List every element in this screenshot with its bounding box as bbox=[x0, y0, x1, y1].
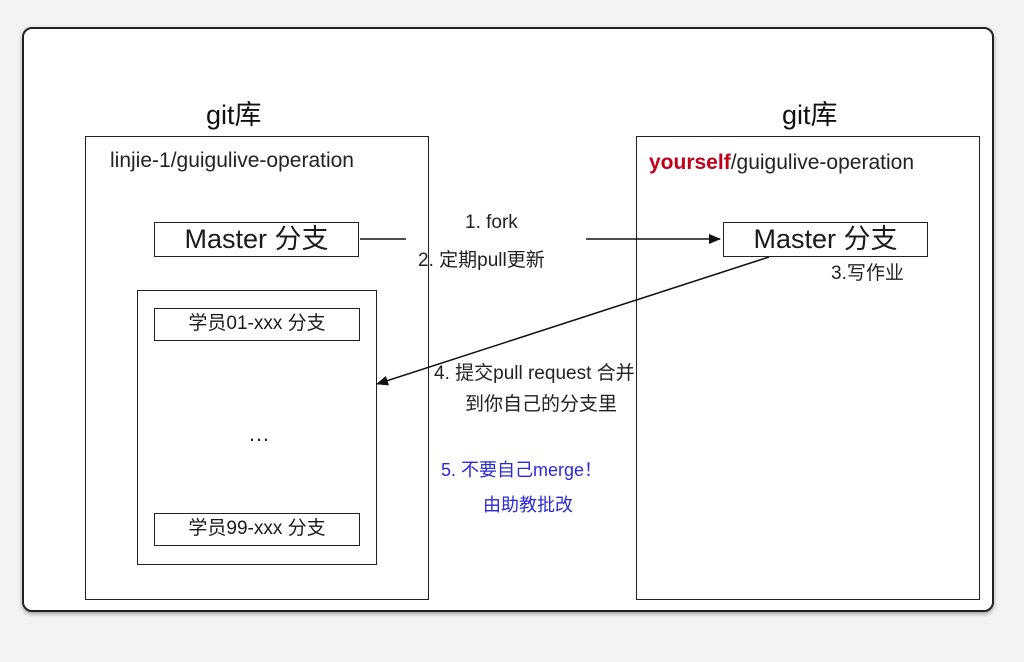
repo-owner: yourself bbox=[649, 151, 731, 174]
left-repo-title: git库 bbox=[206, 100, 262, 130]
left-master-branch: Master 分支 bbox=[154, 222, 359, 257]
arrows-layer bbox=[360, 234, 770, 386]
step-no-merge: 5. 不要自己merge！ bbox=[441, 460, 603, 480]
right-repo-name: yourself/guigulive-operation bbox=[649, 151, 914, 175]
right-repo-title: git库 bbox=[782, 100, 838, 130]
step-pull-request-target: 到你自己的分支里 bbox=[465, 394, 618, 415]
diagram-canvas: git库 linjie-1/guigulive-operation Master… bbox=[22, 27, 994, 612]
student-branch-last: 学员99-xxx 分支 bbox=[154, 513, 360, 546]
step-ta-review: 由助教批改 bbox=[483, 495, 573, 515]
right-master-branch: Master 分支 bbox=[723, 222, 928, 257]
repo-name-rest: /guigulive-operation bbox=[730, 151, 914, 174]
student-branches-box: 学员01-xxx 分支 … 学员99-xxx 分支 bbox=[137, 290, 377, 565]
write-homework-note: 3.写作业 bbox=[831, 263, 904, 284]
student-branch-first: 学员01-xxx 分支 bbox=[154, 308, 360, 341]
step-fork: 1. fork bbox=[465, 212, 518, 233]
ellipsis: … bbox=[248, 421, 270, 446]
step-pull-update: 2. 定期pull更新 bbox=[418, 250, 545, 271]
left-repo-box: linjie-1/guigulive-operation Master 分支 学… bbox=[85, 136, 429, 600]
pull-request-arrow bbox=[376, 256, 770, 386]
left-repo-name: linjie-1/guigulive-operation bbox=[110, 149, 354, 172]
step-pull-request: 4. 提交pull request 合并 bbox=[434, 363, 635, 384]
right-repo-box: yourself/guigulive-operation Master 分支 3… bbox=[636, 136, 980, 600]
